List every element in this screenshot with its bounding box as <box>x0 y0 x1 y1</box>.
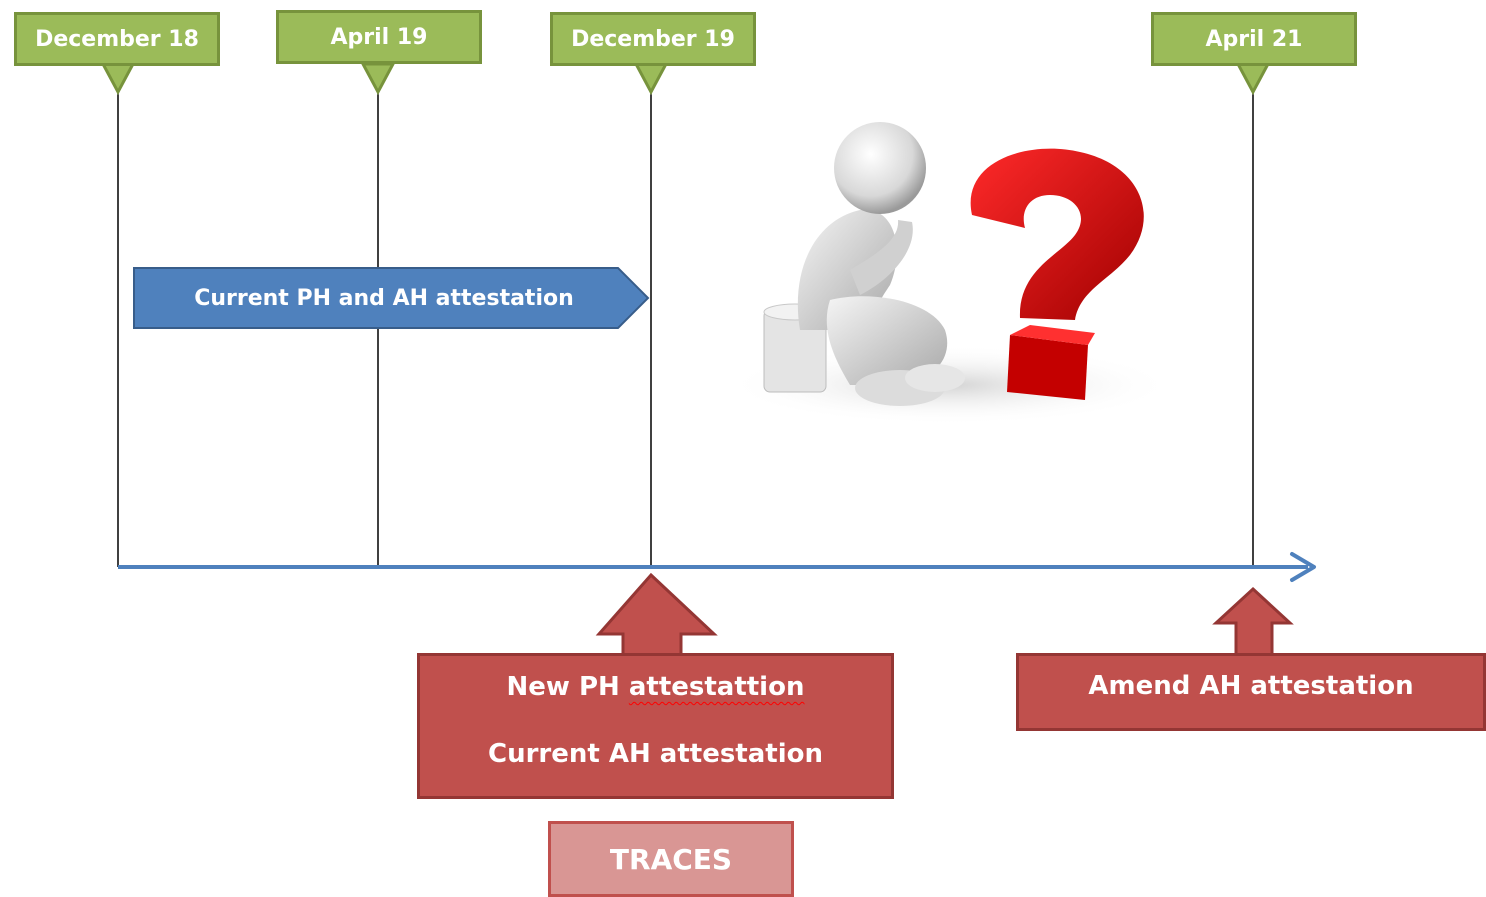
thinking-figure-question-mark-icon <box>725 122 1175 425</box>
up-arrow-dec19 <box>595 572 718 657</box>
milestone-pointer-dec18 <box>100 62 136 96</box>
milestone-pointer-apr19 <box>360 62 396 96</box>
milestone-dec19: December 19 <box>550 12 756 66</box>
action-line-new-ph: New PH attestattion <box>420 672 891 702</box>
action-box-apr21: Amend AH attestation <box>1016 653 1486 731</box>
milestone-dec18: December 18 <box>14 12 220 66</box>
milestone-label: April 21 <box>1205 26 1303 52</box>
action-line-amend-ah: Amend AH attestation <box>1088 671 1414 701</box>
traces-box: TRACES <box>548 821 794 897</box>
phase-label: Current PH and AH attestation <box>194 285 574 311</box>
action-line-current-ah: Current AH attestation <box>488 739 823 769</box>
milestone-label: December 19 <box>571 26 735 52</box>
phase-current-ph-ah: Current PH and AH attestation <box>134 268 634 328</box>
action-text: New PH <box>506 672 629 702</box>
milestone-apr21: April 21 <box>1151 12 1357 66</box>
action-text-misspelled: attestattion <box>628 672 805 702</box>
traces-label: TRACES <box>609 842 733 876</box>
phase-arrow-shape <box>133 267 650 329</box>
milestone-pointer-dec19 <box>633 62 669 96</box>
milestone-pointer-apr21 <box>1235 62 1271 96</box>
milestone-apr19: April 19 <box>276 10 482 64</box>
milestone-label: April 19 <box>330 24 428 50</box>
action-box-dec19: New PH attestattion Current AH attestati… <box>417 653 894 799</box>
question-mark-icon <box>970 148 1144 400</box>
up-arrow-apr21 <box>1212 586 1294 657</box>
timeline-arrowhead <box>1290 552 1316 582</box>
milestone-label: December 18 <box>35 26 199 52</box>
